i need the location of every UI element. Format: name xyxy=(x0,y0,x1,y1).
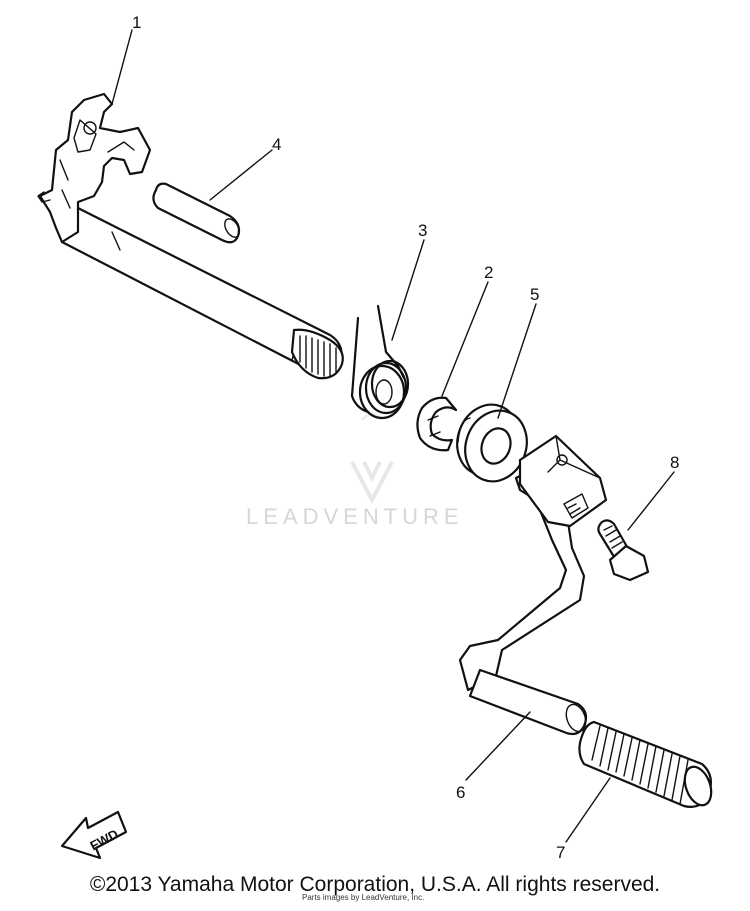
watermark-text: LEADVENTURE xyxy=(246,504,464,529)
callout-8: 8 xyxy=(670,453,679,472)
leader-lines xyxy=(111,29,675,843)
callout-4: 4 xyxy=(272,135,281,154)
copyright-notice: ©2013 Yamaha Motor Corporation, U.S.A. A… xyxy=(89,873,661,896)
callout-6: 6 xyxy=(456,783,465,802)
watermark-logo xyxy=(350,412,394,505)
part-4-pin xyxy=(152,182,241,244)
callout-7: 7 xyxy=(556,843,565,862)
watermark-small-text: Parts images by LeadVenture, Inc. xyxy=(302,893,425,902)
callout-5: 5 xyxy=(530,285,539,304)
callout-1: 1 xyxy=(132,13,141,32)
part-8-bolt xyxy=(597,519,650,582)
part-3-torsion-spring xyxy=(350,304,410,420)
fwd-arrow-icon: FWD xyxy=(60,810,128,860)
callout-3: 3 xyxy=(418,221,427,240)
part-6-pedal-shaft xyxy=(468,668,588,736)
callout-2: 2 xyxy=(484,263,493,282)
part-2-e-clip xyxy=(416,396,458,452)
part-1-shift-shaft xyxy=(37,92,344,380)
part-7-pedal-rubber xyxy=(578,720,713,808)
shift-pedal-lever xyxy=(458,434,608,692)
